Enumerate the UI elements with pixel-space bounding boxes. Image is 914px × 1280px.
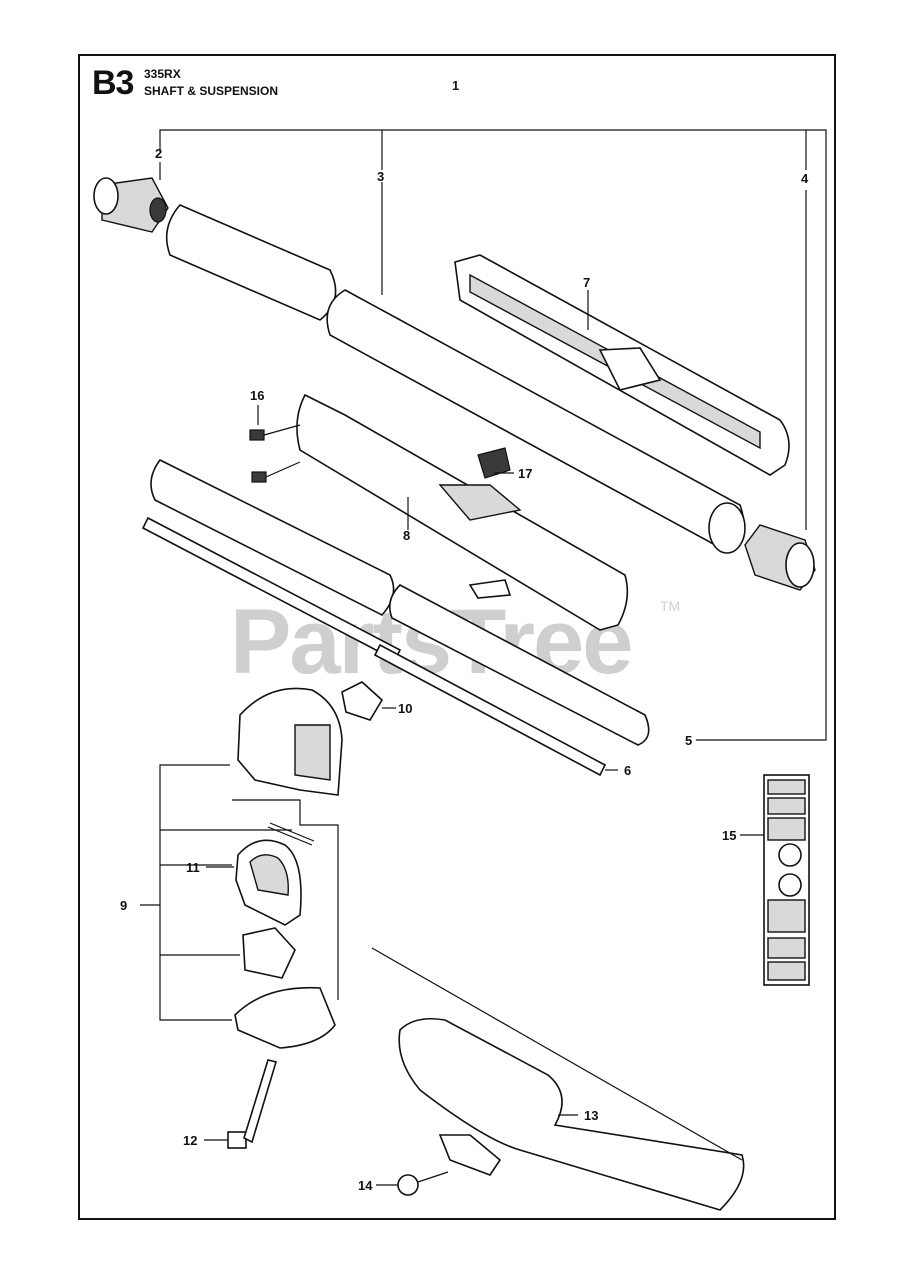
part-4-endcap (744, 524, 816, 591)
part-16-screws (249, 405, 301, 483)
callout-16: 16 (250, 388, 264, 403)
part-13-grip (371, 947, 745, 1211)
part-14-screw (376, 1171, 449, 1196)
part-17-clip (477, 447, 514, 479)
part-clip-lower (468, 579, 512, 599)
part-8-housing (296, 393, 629, 631)
callout-5: 5 (685, 733, 692, 748)
callout-9: 9 (120, 898, 127, 913)
callout-6: 6 (624, 763, 631, 778)
section-code: B3 (92, 64, 134, 102)
callout-17: 17 (518, 466, 532, 481)
callout-4: 4 (801, 171, 809, 186)
callout-15: 15 (722, 828, 736, 843)
callout-10: 10 (398, 701, 412, 716)
callout-12: 12 (183, 1133, 197, 1148)
callout-3: 3 (377, 169, 384, 184)
model-number: 335RX (144, 67, 181, 81)
part-pin (267, 822, 315, 846)
part-15-decal (740, 774, 810, 986)
bracket-top (159, 129, 827, 741)
part-2-bushing (93, 162, 169, 233)
diagram-frame (78, 54, 836, 1220)
part-5-rails (150, 458, 650, 746)
part-7-frame (454, 254, 790, 476)
part-10-cap (341, 681, 396, 721)
callout-1: 1 (452, 78, 459, 93)
part-clamp (234, 927, 336, 1049)
callout-14: 14 (358, 1178, 373, 1193)
part-12-bolt (204, 1059, 278, 1149)
part-11-loop (206, 839, 302, 926)
section-title: SHAFT & SUSPENSION (144, 84, 279, 98)
callout-11: 11 (186, 860, 200, 875)
bracket-9 (140, 764, 339, 1021)
watermark-trademark: TM (660, 598, 681, 614)
callout-13: 13 (584, 1108, 598, 1123)
callout-7: 7 (583, 275, 590, 290)
callout-8: 8 (403, 528, 410, 543)
part-3-sleeve (165, 182, 746, 554)
part-suspension-top (237, 687, 343, 796)
part-6-rods (141, 516, 618, 777)
callout-2: 2 (155, 146, 162, 161)
